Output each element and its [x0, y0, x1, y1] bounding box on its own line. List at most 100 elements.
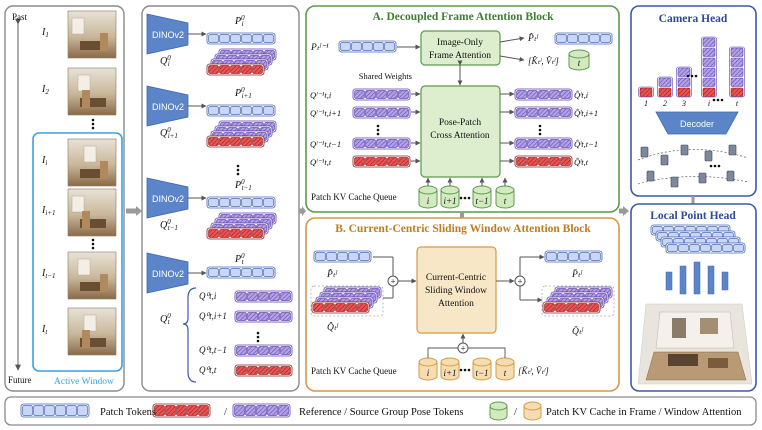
- frame-label: It−1: [41, 268, 56, 280]
- encoder-pose-stack-ref-token: [230, 229, 241, 238]
- encoder-ellipsis-dot: [236, 172, 240, 176]
- block-a-q-in-tokens-token: [365, 90, 376, 99]
- qt-ellipsis-dot: [256, 339, 260, 343]
- block-a-new-cache-body: [568, 54, 590, 71]
- block-a-cache-queue-label: Patch KV Cache Queue: [311, 192, 397, 202]
- encoder-patch-tokens-token: [208, 198, 219, 207]
- encoder-patch-tokens-t-token: [263, 268, 274, 277]
- block-a-cache-cylinder-top: [472, 185, 492, 195]
- block-b-cache-cylinder-label: t: [504, 368, 507, 378]
- block-b-output-pose-ref-token: [577, 303, 588, 312]
- camera-pose-column: [729, 46, 745, 98]
- block-a-q-out-tokens-token: [560, 139, 571, 148]
- point-patch-row-token: [722, 244, 733, 252]
- legend-src-tokens-token: [256, 405, 267, 416]
- legend-slash-2: /: [514, 407, 517, 418]
- block-a-q-out-tokens-token: [549, 90, 560, 99]
- block-a-q-in-tokens-token: [376, 157, 387, 166]
- camera-pose-token: [702, 77, 716, 87]
- camera-pose-token: [639, 87, 653, 97]
- block-a-q-out-tokens-token: [538, 139, 549, 148]
- block-a-cache-cylinder-top: [418, 185, 438, 195]
- arrow-head-2: [302, 206, 306, 216]
- block-a-new-cache-label: t: [578, 58, 581, 68]
- legend-cache-label: Patch KV Cache in Frame / Window Attenti…: [546, 407, 742, 418]
- block-a-input-p: Pₜˡ⁻¹: [310, 43, 329, 53]
- block-a-q-out-tokens-token: [527, 139, 538, 148]
- camera-ellipsis-3-dot: [713, 164, 717, 168]
- block-a-q-in-label: Qˡ⁻¹t,t: [310, 157, 332, 167]
- block-a-q-in-tokens: [352, 106, 411, 119]
- block-a-q-in-label: Qˡ⁻¹t,i+1: [310, 108, 341, 118]
- frame-label: It: [41, 324, 48, 336]
- camera-pose-column: [638, 86, 654, 98]
- frame-thumbnail: [67, 138, 117, 187]
- encoder-pose-stack-ref-token: [219, 137, 230, 146]
- legend-patch-tokens-token: [33, 405, 44, 416]
- block-b-output-patch-token: [546, 252, 557, 261]
- encoder-pose-stack-ref-token: [208, 229, 219, 238]
- encoder-patch-tokens-token: [230, 34, 241, 43]
- camera-frustum: [726, 170, 735, 182]
- encoder-patch-tokens-token: [263, 106, 274, 115]
- point-patch-row-token: [700, 244, 711, 252]
- block-a-cache-cylinder-label: t−1: [475, 196, 488, 206]
- block-b-cache-queue-label: Patch KV Cache Queue: [311, 366, 397, 376]
- encoder-patch-tokens-token: [208, 106, 219, 115]
- block-b-plus-out-sign: +: [517, 277, 522, 287]
- block-a-arrow-kv: [499, 55, 525, 62]
- block-b-input-pose-ref-token: [335, 303, 346, 312]
- block-a-q-out-tokens-token: [538, 90, 549, 99]
- block-b-cache-cylinder-body: [495, 362, 515, 381]
- camera-ellipsis-2: [712, 98, 724, 102]
- frame-thumbnail: [67, 188, 117, 237]
- encoder-patch-tokens-token: [263, 34, 274, 43]
- block-b-input-patch-token: [315, 252, 326, 261]
- block-a-q-out-tokens-token: [560, 90, 571, 99]
- point-cloud-art: [700, 318, 718, 334]
- block-a-cache-cylinder-top: [440, 185, 460, 195]
- point-cloud-wall: [655, 311, 735, 349]
- encoder-patch-tokens: [206, 104, 276, 117]
- point-cloud-table: [708, 358, 728, 368]
- block-a-ellipsis-in: [376, 124, 380, 136]
- block-b-cache-cylinder-body: [440, 362, 460, 381]
- block-a-q-out-tokens-token: [527, 157, 538, 166]
- camera-pose-token: [702, 67, 716, 77]
- active-window-box: [32, 132, 123, 372]
- block-a-cache-cylinder-top: [495, 185, 515, 195]
- block-b-output-patch: [544, 250, 603, 263]
- active-window-label: Active Window: [54, 377, 114, 387]
- point-cloud-sofa: [668, 354, 698, 366]
- block-a-q-in-tokens-token: [376, 90, 387, 99]
- block-a-q-out-label: Q̂ˡt,t: [574, 157, 589, 167]
- decoder-shape: [655, 111, 739, 135]
- block-a-new-cache: t: [568, 49, 590, 71]
- block-a-output-patch-token: [578, 34, 589, 43]
- block-a-ellipsis-in-dot: [376, 132, 380, 136]
- block-b-output-q: Q̄ₜˡ: [572, 325, 584, 337]
- frame-label: I1: [41, 27, 49, 39]
- block-a-q-out-tokens-token: [538, 108, 549, 117]
- frame-thumbnail: [67, 307, 117, 356]
- block-b-output-patch-token: [579, 252, 590, 261]
- block-b-input-patch-token: [326, 252, 337, 261]
- point-head-panel: [630, 203, 757, 392]
- camera-index-label: i: [708, 99, 710, 108]
- frame-window: [71, 17, 85, 35]
- block-b-output-patch-token: [557, 252, 568, 261]
- block-a-q-out-tokens-token: [538, 157, 549, 166]
- block-b-input-pose-ref-token: [313, 303, 324, 312]
- block-a-cache-cylinder: i: [418, 185, 438, 209]
- shared-weights-label: Shared Weights: [359, 71, 412, 81]
- legend-slash-1: /: [224, 407, 227, 418]
- qt-group-tokens-token: [280, 312, 291, 321]
- block-a-input-patch-token: [373, 42, 384, 51]
- camera-frustum: [640, 146, 649, 158]
- block-a-cache-cylinder: t: [495, 185, 515, 209]
- block-a-q-in-label: Qˡ⁻¹t,t−1: [310, 139, 341, 149]
- block-b-title: B. Current-Centric Sliding Window Attent…: [335, 223, 591, 235]
- encoder-pose-stack-ref-token: [252, 229, 263, 238]
- camera-ellipsis-2-dot: [716, 98, 720, 102]
